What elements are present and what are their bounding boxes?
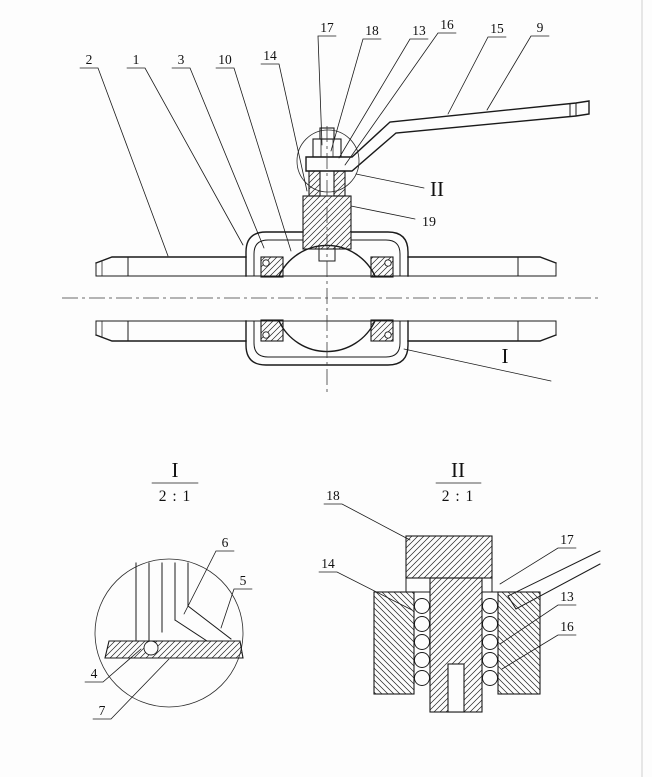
detail-ii-leaders (318, 503, 577, 670)
centerlines (62, 126, 602, 392)
oring-seal (143, 640, 159, 656)
callout-13-detail: 13 (560, 589, 574, 604)
callout-19: 19 (422, 215, 436, 230)
gland-left (308, 170, 321, 197)
gland-right (333, 170, 346, 197)
callout-6: 6 (222, 535, 229, 550)
callout-16: 16 (440, 17, 454, 32)
callout-10: 10 (218, 52, 232, 67)
right-pipe (407, 256, 557, 342)
seat-oring (384, 331, 392, 339)
handle-lever (305, 100, 590, 172)
bonnet-right-section (497, 591, 541, 695)
left-pipe (95, 256, 247, 342)
callout-9: 9 (537, 20, 544, 35)
stem-bore-notch (447, 663, 465, 713)
detail-i-scale: 2 : 1 (159, 488, 192, 505)
main-section-view: 2 1 3 10 14 17 18 13 16 15 9 II 19 I (62, 17, 602, 392)
callout-5: 5 (240, 573, 247, 588)
detail-ii-labels: 18 17 14 13 16 (321, 488, 574, 634)
detail-view-ii: II 2 : 1 (318, 458, 601, 713)
packing-rings (414, 598, 498, 686)
callout-4: 4 (91, 666, 98, 681)
callout-13: 13 (412, 23, 426, 38)
main-leader-lines (79, 32, 552, 382)
detail-ii-drawing (373, 535, 601, 713)
detail-ref-ii: II (430, 177, 444, 201)
detail-i-boundary-circle (94, 558, 244, 708)
callout-2: 2 (86, 52, 93, 67)
callout-18-detail: 18 (326, 488, 340, 503)
pipe-bore-lines (95, 275, 557, 322)
callout-18: 18 (365, 23, 379, 38)
callout-14: 14 (263, 48, 277, 63)
detail-ii-title: II (451, 458, 465, 482)
detail-ii-header: II 2 : 1 (435, 458, 482, 505)
detail-i-header: I 2 : 1 (151, 458, 199, 505)
detail-view-i: I 2 : 1 6 5 4 7 (84, 458, 253, 720)
detail-i-labels: 6 5 4 7 (91, 535, 247, 718)
detail-ii-scale: 2 : 1 (442, 488, 475, 505)
callout-7: 7 (99, 703, 106, 718)
callout-17: 17 (320, 20, 334, 35)
callout-17-detail: 17 (560, 532, 574, 547)
detail-i-drawing (94, 558, 244, 708)
seat-oring (262, 331, 270, 339)
seat-rings (260, 256, 394, 342)
main-callout-labels: 2 1 3 10 14 17 18 13 16 15 9 II 19 I (86, 17, 544, 368)
seat-section-band (104, 640, 244, 659)
detail-ref-i: I (502, 344, 509, 368)
callout-1: 1 (133, 52, 140, 67)
detail-i-leaders (84, 550, 253, 720)
callout-3: 3 (178, 52, 185, 67)
scan-edge-artifact (641, 0, 643, 777)
callout-16-detail: 16 (560, 619, 574, 634)
seat-oring (262, 259, 270, 267)
callout-14-detail: 14 (321, 556, 335, 571)
detail-ii-boundary-circle (296, 129, 360, 193)
callout-15: 15 (490, 21, 504, 36)
bonnet-left-section (373, 591, 415, 695)
detail-i-title: I (172, 458, 179, 482)
gland-nut-section (405, 535, 493, 579)
seat-oring (384, 259, 392, 267)
